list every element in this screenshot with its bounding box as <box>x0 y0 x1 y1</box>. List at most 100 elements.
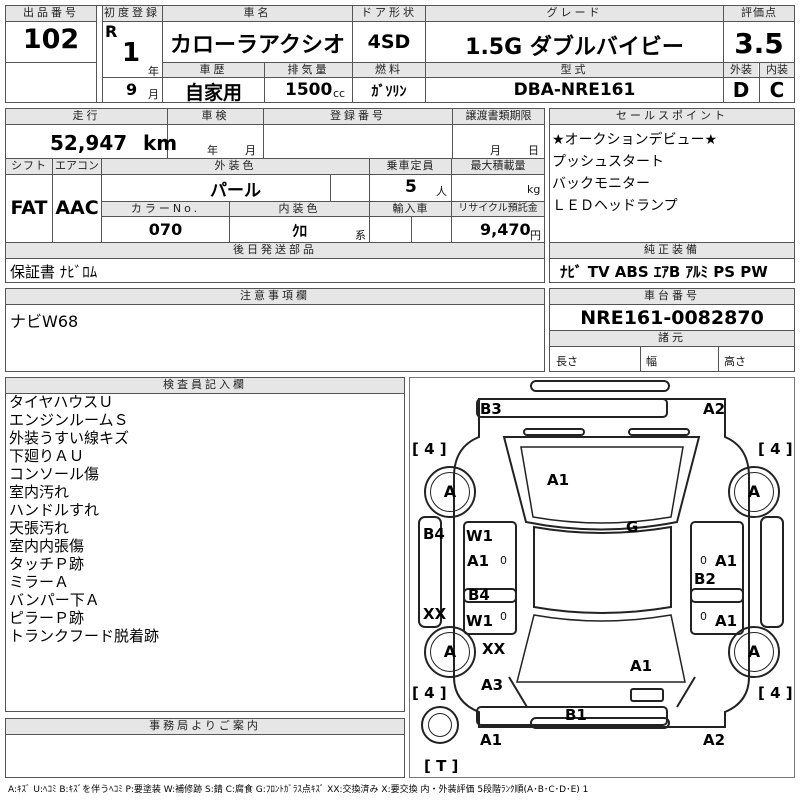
equipment-header: 純正装備 <box>550 243 794 258</box>
sales-point: プッシュスタート <box>552 154 664 170</box>
equipment-list: ﾅﾋﾞ TV ABS ｴｱB ｱﾙﾐ PS PW <box>560 263 768 281</box>
ext-grade-header: 外装 <box>724 63 758 77</box>
tread-spare: [ T ] <box>424 757 459 775</box>
capacity: 5 <box>405 177 417 197</box>
inspector-note: ハンドルすれ <box>9 501 100 519</box>
damage-diagram <box>409 377 795 778</box>
car-history: 自家用 <box>184 82 242 104</box>
sales-point: ＬＥＤヘッドランプ <box>552 198 678 214</box>
recycle-fee: 9,470 <box>480 220 531 239</box>
damage-code: A1 <box>715 552 738 570</box>
int-color-header: 内装色 <box>230 202 369 216</box>
damage-code: A3 <box>481 676 504 694</box>
tire-front-right <box>728 466 780 518</box>
exterior-color: パール <box>210 181 261 201</box>
damage-code: A2 <box>703 731 726 749</box>
tire-front-left <box>424 466 476 518</box>
damage-code: W1 <box>466 527 493 545</box>
spare-tire <box>421 706 459 744</box>
grade-header: グレード <box>426 6 723 21</box>
inspector-note: 室内汚れ <box>9 483 70 501</box>
damage-code: A1 <box>715 612 738 630</box>
model-header: 型式 <box>426 63 723 77</box>
tire-rear-right-code: A <box>734 632 774 672</box>
damage-code: A1 <box>630 657 653 675</box>
inspector-note: ミラーＡ <box>9 573 70 591</box>
inspector-box <box>5 377 405 712</box>
shift-header: シフト <box>6 159 52 174</box>
load-unit: kg <box>527 183 541 196</box>
month-unit: 月 <box>148 88 159 101</box>
interior-grade: C <box>769 78 785 102</box>
inspector-note: ピラーＰ跡 <box>9 609 85 627</box>
notice-box <box>5 288 545 372</box>
transfer-header: 譲渡書類期限 <box>453 109 544 124</box>
sales-point: ★オークションデビュー★ <box>552 132 718 148</box>
reg-no-header: 登録番号 <box>264 109 452 124</box>
first-reg-header: 初度登録 <box>102 6 162 21</box>
damage-code: A1 <box>467 552 490 570</box>
lot-no-header: 出品番号 <box>6 6 96 21</box>
zero-mark: 0 <box>700 610 707 623</box>
transfer-day-unit: 日 <box>528 144 539 157</box>
tire-rear-left <box>424 626 476 678</box>
tire-rear-left-code: A <box>430 632 470 672</box>
tire-rear-right <box>728 626 780 678</box>
chassis-header: 車台番号 <box>550 289 794 304</box>
inspector-note: 外装うすい線キズ <box>9 429 130 447</box>
inspection-header: 車検 <box>168 109 263 124</box>
cc-unit: cc <box>333 87 346 100</box>
length-label: 長さ <box>556 355 578 368</box>
sales-points-header: セールスポイント <box>550 109 794 124</box>
displacement-header: 排気量 <box>265 63 352 77</box>
mileage-header: 走行 <box>6 109 167 124</box>
ext-color-header: 外装色 <box>102 159 369 174</box>
tire-front-right-code: A <box>734 472 774 512</box>
capacity-header: 乗車定員 <box>370 159 451 174</box>
car-name-header: 車名 <box>163 6 352 21</box>
damage-code: A1 <box>480 731 503 749</box>
inspector-note: 下廻りＡＵ <box>9 447 85 465</box>
reg-month: 9 <box>126 80 138 99</box>
mileage: 52,947 <box>50 131 128 155</box>
damage-code: B4 <box>468 586 490 604</box>
air-conditioner: AAC <box>55 197 99 219</box>
office-box <box>5 718 405 778</box>
tire-front-left-code: A <box>430 472 470 512</box>
score-header: 評価点 <box>724 6 794 21</box>
color-number: 070 <box>148 220 183 239</box>
later-parts: 保証書 ﾅﾋﾞﾛﾑ <box>10 263 98 281</box>
inspector-note: 室内内張傷 <box>9 537 85 555</box>
damage-code: A1 <box>547 471 570 489</box>
door-type: 4SD <box>367 31 411 53</box>
inspector-notes: タイヤハウスＵ エンジンルームＳ 外装うすい線キズ 下廻りＡＵ コンソール傷 室… <box>9 393 159 645</box>
zero-mark: 0 <box>500 554 507 567</box>
insp-year-unit: 年 <box>207 144 218 157</box>
damage-code: XX <box>482 640 506 658</box>
displacement: 1500 <box>285 80 333 100</box>
int-grade-header: 内装 <box>760 63 794 77</box>
car-name: カローラアクシオ <box>170 33 345 58</box>
ac-header: エアコン <box>53 159 101 174</box>
era: R <box>105 22 118 41</box>
office-header: 事務局よりご案内 <box>6 719 404 734</box>
year-unit: 年 <box>148 65 159 78</box>
reg-year: 1 <box>122 38 141 68</box>
damage-code: B2 <box>694 570 716 588</box>
evaluation-score: 3.5 <box>734 27 784 60</box>
spare-tire-inner <box>428 713 452 737</box>
fuel-header: 燃料 <box>353 63 425 77</box>
sales-points-box <box>549 108 795 283</box>
later-parts-header: 後日発送部品 <box>6 243 544 258</box>
color-no-header: カラーNo. <box>102 202 229 216</box>
inspector-note: タイヤハウスＵ <box>9 393 114 411</box>
inspector-note: 天張汚れ <box>9 519 70 537</box>
inspector-header: 検査員記入欄 <box>6 378 404 393</box>
inspector-note: タッチＰ跡 <box>9 555 85 573</box>
damage-code: G <box>626 518 639 536</box>
details-section <box>5 108 545 283</box>
exterior-grade: D <box>732 78 750 102</box>
chassis-number: NRE161-0082870 <box>580 307 764 329</box>
tread-front-left: [ 4 ] <box>412 440 447 458</box>
fuel-type: ｶﾞｿﾘﾝ <box>371 84 407 100</box>
